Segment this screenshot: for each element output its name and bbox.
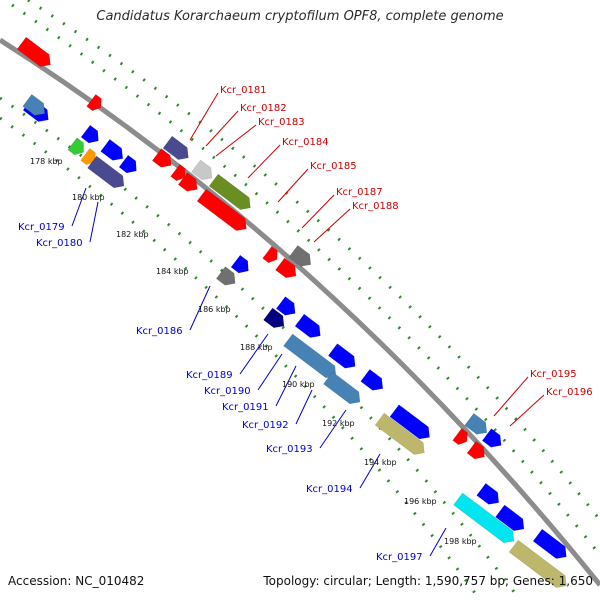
- gene-arrow[interactable]: [191, 159, 217, 184]
- kbp-tick-label: 188 kbp: [240, 343, 273, 352]
- label-leader-line: [189, 285, 211, 331]
- label-leader-line: [359, 453, 381, 489]
- accession-text: Accession: NC_010482: [8, 574, 145, 588]
- gene-arrow[interactable]: [16, 36, 55, 71]
- map-title: Candidatus Korarchaeum cryptofilum OPF8,…: [96, 9, 504, 24]
- gene-label-forward[interactable]: Kcr_0195: [530, 369, 577, 380]
- label-leader-line: [301, 194, 335, 229]
- gene-arrow[interactable]: [275, 257, 301, 282]
- label-leader-line: [319, 409, 347, 449]
- kbp-tick-label: 192 kbp: [322, 419, 355, 428]
- gene-arrow[interactable]: [481, 428, 505, 452]
- label-leader-line: [239, 333, 269, 375]
- gene-arrow[interactable]: [532, 528, 571, 563]
- gene-arrow[interactable]: [230, 254, 253, 277]
- gene-label-reverse[interactable]: Kcr_0197: [376, 552, 423, 563]
- gene-arrow[interactable]: [67, 137, 88, 158]
- gene-arrow[interactable]: [476, 483, 504, 508]
- gene-label-reverse[interactable]: Kcr_0192: [242, 420, 289, 431]
- gene-arrow[interactable]: [215, 266, 239, 290]
- gene-arrow[interactable]: [262, 246, 282, 265]
- label-leader-line: [71, 187, 87, 227]
- label-leader-line: [247, 144, 281, 179]
- gene-arrow[interactable]: [288, 245, 316, 270]
- label-leader-line: [89, 201, 99, 243]
- gene-arrow[interactable]: [170, 164, 190, 183]
- gene-label-forward[interactable]: Kcr_0183: [258, 117, 305, 128]
- label-leader-line: [215, 124, 257, 157]
- forward-strand-track-outer: [27, 0, 600, 521]
- kbp-tick-label: 190 kbp: [282, 380, 315, 389]
- gene-arrow[interactable]: [22, 94, 50, 119]
- gene-arrow[interactable]: [327, 343, 359, 373]
- gene-label-reverse[interactable]: Kcr_0190: [204, 386, 251, 397]
- gene-arrow[interactable]: [389, 404, 434, 443]
- gene-arrow[interactable]: [162, 135, 193, 164]
- gene-label-forward[interactable]: Kcr_0196: [546, 387, 593, 398]
- gene-arrow[interactable]: [452, 428, 472, 447]
- kbp-tick-label: 196 kbp: [404, 497, 437, 506]
- label-leader-line: [493, 376, 529, 417]
- label-leader-line: [275, 365, 297, 407]
- kbp-tick-label: 184 kbp: [156, 267, 189, 276]
- gene-arrow[interactable]: [151, 148, 175, 172]
- reverse-strand-track-inner: [0, 116, 482, 600]
- kbp-tick-label: 194 kbp: [364, 458, 397, 467]
- label-leader-line: [313, 208, 351, 243]
- gene-arrow[interactable]: [263, 307, 289, 332]
- gene-arrow[interactable]: [374, 412, 429, 459]
- label-leader-line: [257, 353, 283, 391]
- gene-label-reverse[interactable]: Kcr_0194: [306, 484, 353, 495]
- gene-arrow[interactable]: [177, 172, 201, 196]
- gene-label-forward[interactable]: Kcr_0181: [220, 85, 267, 96]
- gene-arrow[interactable]: [453, 492, 519, 547]
- gene-arrow[interactable]: [275, 296, 299, 320]
- genome-summary: Topology: circular; Length: 1,590,757 bp…: [263, 574, 593, 588]
- gene-arrow[interactable]: [360, 369, 388, 394]
- gene-arrow[interactable]: [464, 413, 492, 438]
- gene-label-reverse[interactable]: Kcr_0189: [186, 370, 233, 381]
- gene-label-reverse[interactable]: Kcr_0191: [222, 402, 269, 413]
- gene-arrow[interactable]: [466, 440, 489, 463]
- label-leader-line: [429, 527, 447, 557]
- gene-label-forward[interactable]: Kcr_0187: [336, 187, 383, 198]
- gene-label-reverse[interactable]: Kcr_0180: [36, 238, 83, 249]
- kbp-tick-label: 198 kbp: [444, 537, 477, 546]
- gene-arrow[interactable]: [86, 94, 106, 113]
- kbp-tick-label: 180 kbp: [72, 193, 105, 202]
- gene-arrow[interactable]: [87, 155, 129, 192]
- label-leader-line: [509, 394, 545, 427]
- forward-strand-track-inner: [11, 3, 600, 556]
- kbp-tick-label: 186 kbp: [198, 305, 231, 314]
- kbp-tick-label: 182 kbp: [116, 230, 149, 239]
- gene-arrow[interactable]: [323, 371, 365, 408]
- label-leader-line: [277, 168, 309, 203]
- gene-arrow[interactable]: [100, 139, 128, 164]
- gene-label-forward[interactable]: Kcr_0184: [282, 137, 329, 148]
- kbp-tick-label: 178 kbp: [30, 157, 63, 166]
- gene-arrow[interactable]: [80, 124, 103, 147]
- gene-label-forward[interactable]: Kcr_0185: [310, 161, 357, 172]
- gene-arrow[interactable]: [294, 313, 325, 342]
- gene-label-forward[interactable]: Kcr_0188: [352, 201, 399, 212]
- gene-arrow[interactable]: [208, 173, 255, 214]
- gene-arrow[interactable]: [495, 504, 529, 535]
- label-leader-line: [295, 389, 313, 425]
- gene-label-forward[interactable]: Kcr_0182: [240, 103, 287, 114]
- label-leader-line: [205, 110, 239, 147]
- gene-arrow[interactable]: [80, 148, 100, 167]
- gene-arrow[interactable]: [196, 188, 251, 235]
- gene-arrow[interactable]: [508, 539, 571, 592]
- label-leader-line: [189, 92, 219, 141]
- gene-label-reverse[interactable]: Kcr_0186: [136, 326, 183, 337]
- gene-arrow[interactable]: [118, 154, 141, 177]
- gene-label-reverse[interactable]: Kcr_0193: [266, 444, 313, 455]
- gene-label-reverse[interactable]: Kcr_0179: [18, 222, 65, 233]
